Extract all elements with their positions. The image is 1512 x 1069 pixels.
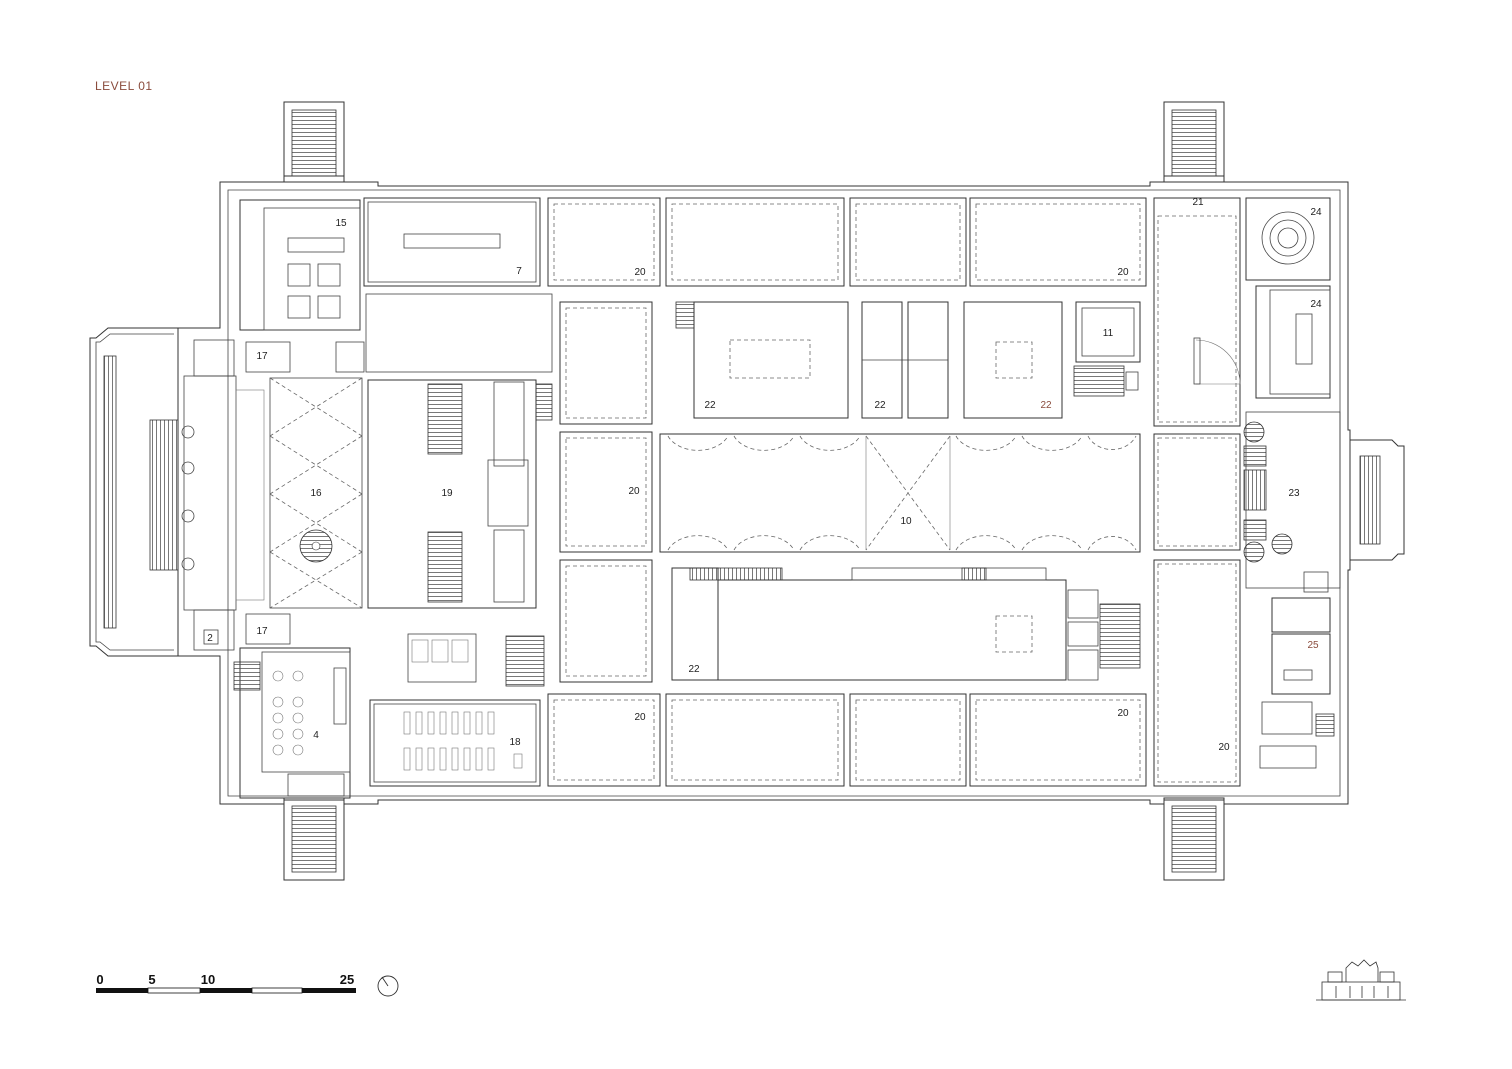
west-galleries: [559, 301, 653, 683]
room-label: 16: [310, 488, 322, 499]
room-label: 24: [1310, 299, 1322, 310]
scale-segment: [96, 988, 148, 993]
room-label: 24: [1310, 207, 1322, 218]
room-label: 18: [509, 737, 521, 748]
room-label: 20: [1218, 742, 1230, 753]
lower-rooms: [671, 567, 1141, 681]
scale-segment: [147, 987, 201, 994]
room-label: 20: [634, 267, 646, 278]
room-label: 22: [1040, 400, 1052, 411]
east-wing: [1243, 197, 1341, 769]
room-label: 10: [900, 516, 912, 527]
east-corridor: [1153, 197, 1241, 787]
room-label: 25: [1307, 640, 1319, 651]
room-label: 17: [256, 626, 268, 637]
scale-segment: [302, 988, 356, 993]
entrance-hall: [181, 375, 363, 611]
room-label: 4: [313, 730, 319, 741]
room-label: 22: [874, 400, 886, 411]
north-galleries: [547, 197, 1147, 287]
upper-rooms: [675, 301, 1141, 419]
room-label: 23: [1288, 488, 1300, 499]
external-stairs: [89, 101, 1405, 881]
room-label: 20: [1117, 708, 1129, 719]
scale-label: 5: [148, 972, 155, 987]
south-galleries: [547, 693, 1147, 787]
room-4-tables: [272, 670, 304, 756]
room-label: 2: [207, 633, 213, 644]
room-label: 22: [704, 400, 716, 411]
scale-label: 0: [96, 972, 103, 987]
building-elevation-icon: [1316, 959, 1406, 1001]
room-label: 20: [1117, 267, 1129, 278]
room-label: 21: [1192, 197, 1204, 208]
room-label: 19: [441, 488, 453, 499]
room-label: 17: [256, 351, 268, 362]
scale-segment: [251, 987, 303, 994]
service-block: [369, 633, 545, 787]
central-hall: [659, 433, 1141, 553]
room-label: 15: [335, 218, 347, 229]
room-labels: 15 7 20 20 21 24 24 17 11 22 22 22 16 19…: [207, 197, 1322, 753]
scale-label: 10: [201, 972, 215, 987]
scale-bar: 0 5 10 25: [96, 972, 356, 994]
north-arrow-icon: [377, 975, 399, 997]
level-title: LEVEL 01: [95, 79, 153, 93]
room-label: 20: [634, 712, 646, 723]
room-label: 11: [1103, 328, 1114, 339]
scale-segment: [200, 988, 252, 993]
room-label: 7: [516, 266, 522, 277]
room-label: 22: [688, 664, 700, 675]
room-19-block: [365, 293, 553, 609]
scale-label: 25: [340, 972, 354, 987]
west-wing: [193, 197, 541, 799]
building-outline: [177, 175, 1351, 805]
room-label: 20: [628, 486, 640, 497]
